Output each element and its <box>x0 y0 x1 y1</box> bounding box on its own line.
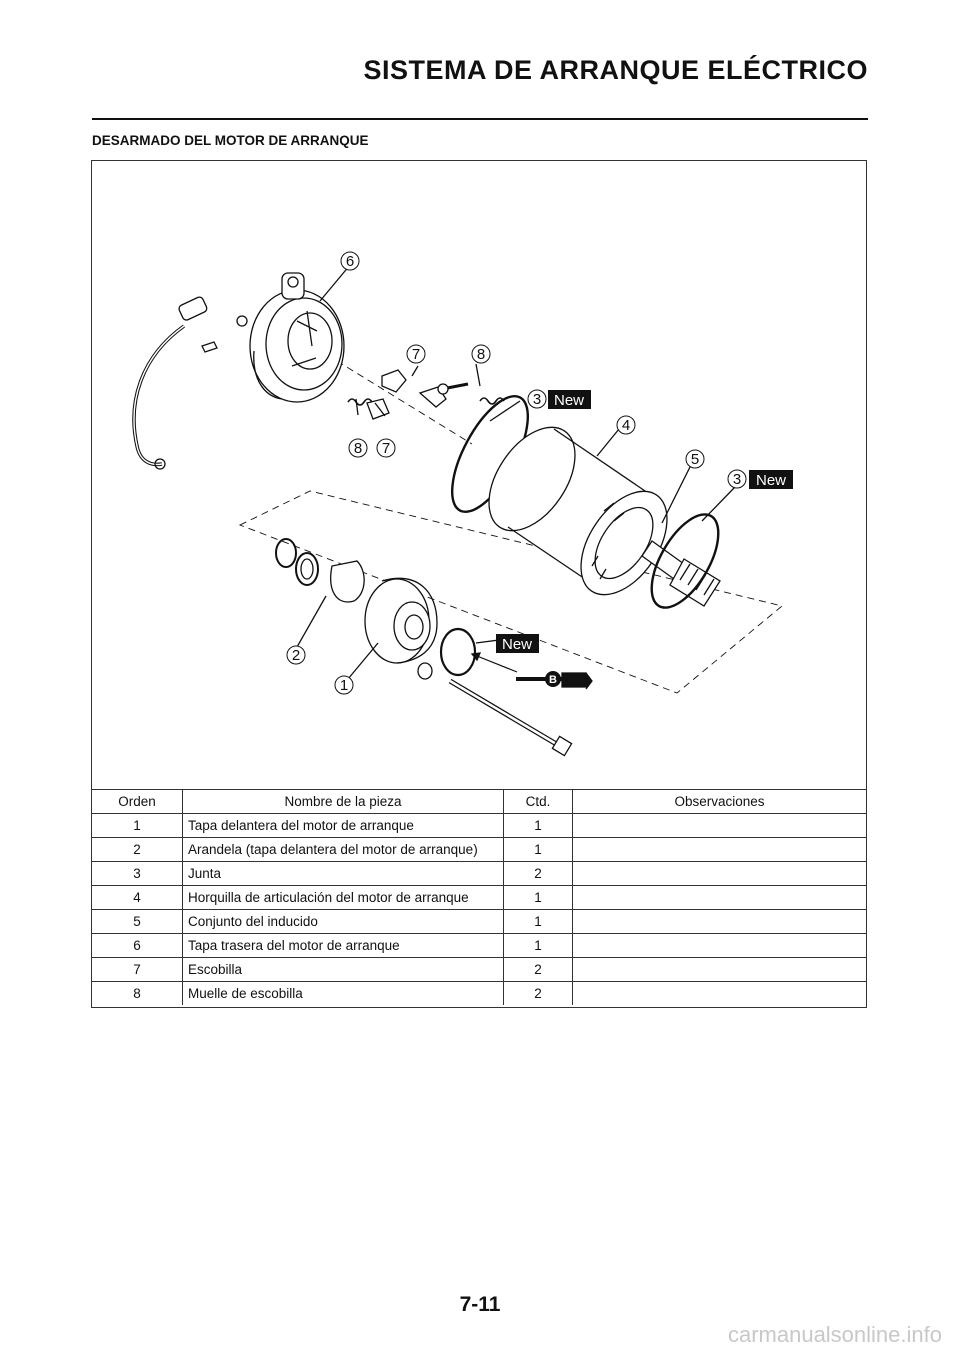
callout-3-rear: 3 <box>527 389 547 409</box>
header-qty: Ctd. <box>503 789 573 814</box>
exploded-view-frame: 6 7 8 8 7 3 4 5 3 2 1 New New New B Orde… <box>91 160 867 1008</box>
yoke-part <box>488 426 668 596</box>
table-row: 4 Horquilla de articulación del motor de… <box>92 885 866 910</box>
callout-4: 4 <box>616 415 636 435</box>
callout-7-bottom: 7 <box>376 438 396 458</box>
table-row: 6 Tapa trasera del motor de arranque 1 <box>92 933 866 958</box>
front-cover-part <box>364 577 438 664</box>
title-divider <box>92 118 868 120</box>
svg-text:New: New <box>756 472 786 489</box>
callout-5: 5 <box>685 449 705 469</box>
washers <box>275 538 365 603</box>
new-badge-rear-oring: New <box>548 390 591 409</box>
table-row: 2 Arandela (tapa delantera del motor de … <box>92 837 866 862</box>
header-name: Nombre de la pieza <box>182 789 504 814</box>
svg-text:1: 1 <box>340 677 348 694</box>
callout-8-top: 8 <box>471 344 491 364</box>
table-row: 7 Escobilla 2 <box>92 957 866 982</box>
svg-text:2: 2 <box>292 647 300 664</box>
armature-shaft <box>641 540 721 607</box>
table-header-row: Orden Nombre de la pieza Ctd. Observacio… <box>92 789 866 814</box>
watermark: carmanualsonline.info <box>727 1322 942 1347</box>
section-title: DESARMADO DEL MOTOR DE ARRANQUE <box>92 133 369 148</box>
parts-table: Orden Nombre de la pieza Ctd. Observacio… <box>92 789 866 1005</box>
new-badge-cover-oring: New <box>496 634 539 653</box>
svg-text:New: New <box>502 636 532 653</box>
table-row: 1 Tapa delantera del motor de arranque 1 <box>92 813 866 838</box>
svg-text:3: 3 <box>733 471 741 488</box>
callout-6: 6 <box>340 251 360 271</box>
o-ring-cover <box>439 627 477 677</box>
callout-3-front: 3 <box>727 469 747 489</box>
new-badge-front-oring: New <box>749 470 793 489</box>
page-number: 7-11 <box>459 1293 501 1316</box>
table-row: 3 Junta 2 <box>92 861 866 886</box>
svg-text:6: 6 <box>346 253 354 270</box>
svg-text:4: 4 <box>622 417 630 434</box>
svg-text:7: 7 <box>412 346 420 363</box>
grease-b-mark: B <box>545 671 561 687</box>
callout-1: 1 <box>334 675 354 695</box>
starter-motor-exploded-diagram: 6 7 8 8 7 3 4 5 3 2 1 New New New B <box>132 251 793 757</box>
table-row: 5 Conjunto del inducido 1 <box>92 909 866 934</box>
header-obs: Observaciones <box>572 789 866 814</box>
svg-text:3: 3 <box>533 391 541 408</box>
o-ring-front <box>650 513 720 609</box>
svg-text:5: 5 <box>691 451 699 468</box>
svg-text:8: 8 <box>477 346 485 363</box>
through-bolt <box>448 678 573 757</box>
svg-text:B: B <box>549 674 557 686</box>
table-row: 8 Muelle de escobilla 2 <box>92 981 866 1005</box>
svg-text:8: 8 <box>354 440 362 457</box>
page-title: SISTEMA DE ARRANQUE ELÉCTRICO <box>363 55 868 85</box>
callout-2: 2 <box>286 645 306 665</box>
callout-7-top: 7 <box>406 344 426 364</box>
lead-wire <box>132 324 186 467</box>
grease-applicator-icon <box>470 652 593 690</box>
rear-cover-part <box>249 272 345 403</box>
brushes-and-springs <box>347 369 505 420</box>
callout-8-bottom: 8 <box>348 438 368 458</box>
header-order: Orden <box>92 789 183 814</box>
svg-text:7: 7 <box>382 440 390 457</box>
svg-text:New: New <box>554 392 584 409</box>
